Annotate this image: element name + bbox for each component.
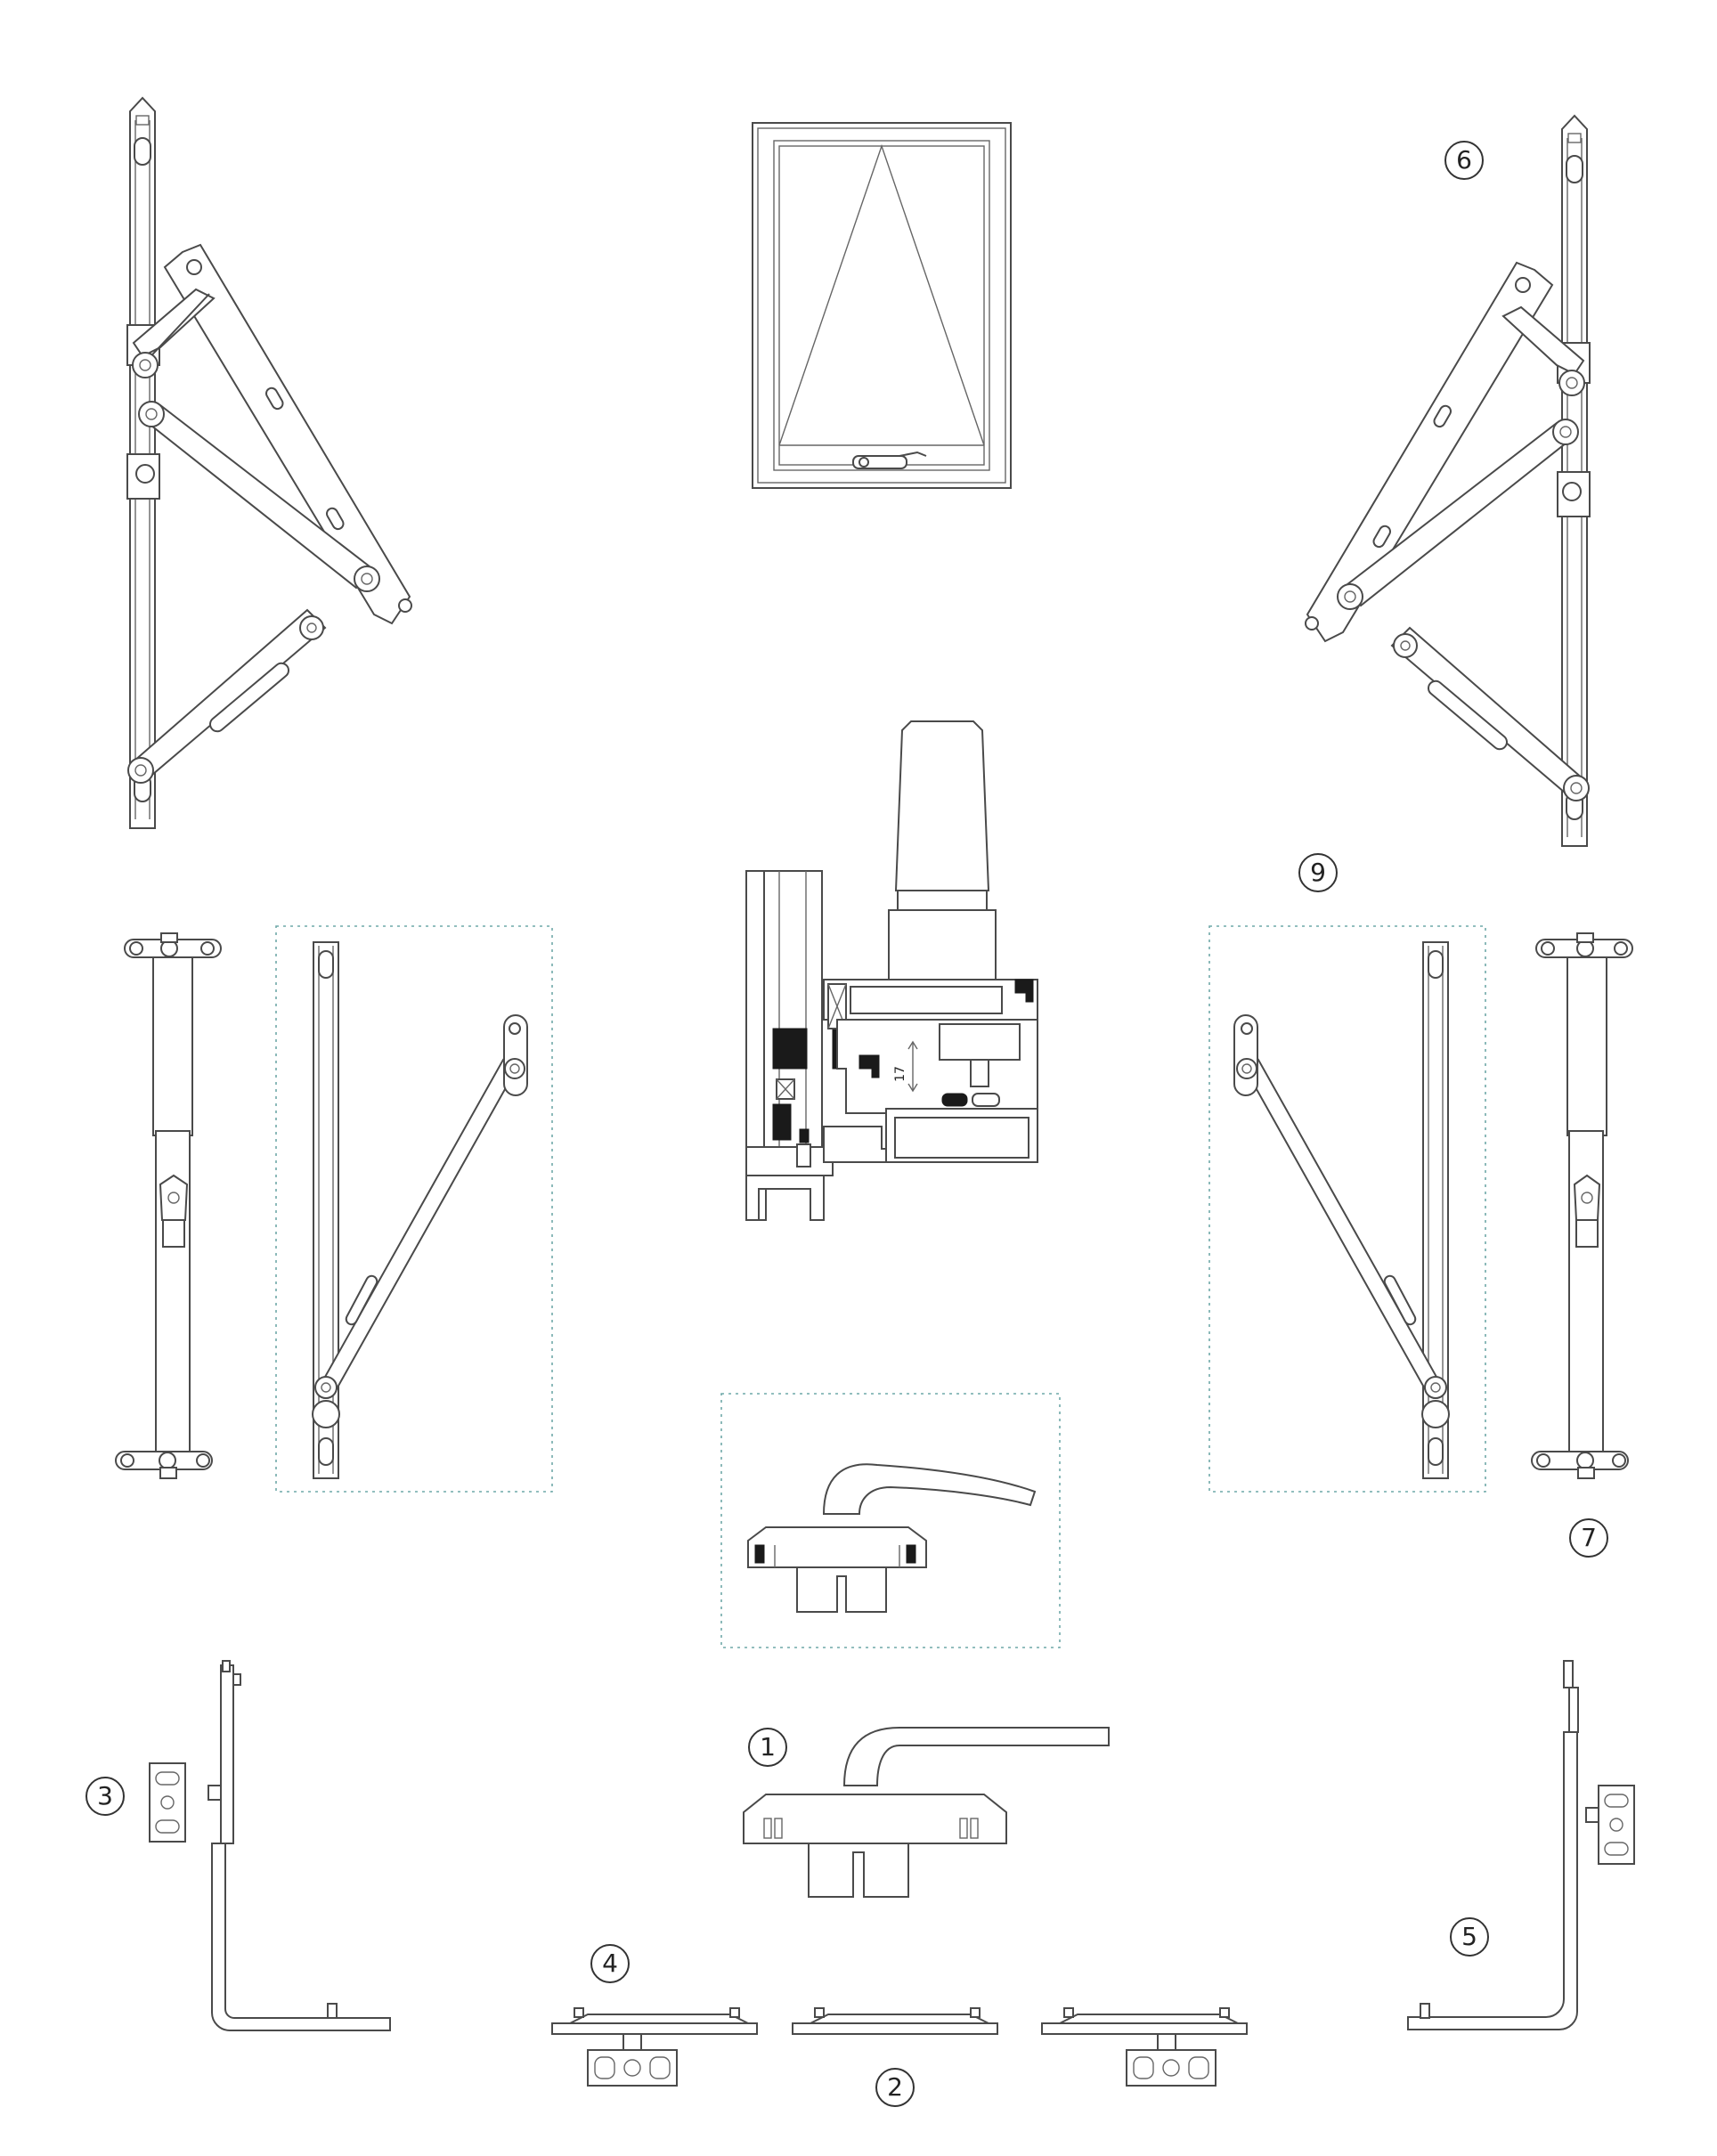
telescopic-stay-right xyxy=(1531,932,1633,1479)
handle-boxed xyxy=(720,1393,1061,1648)
corner-drive-right xyxy=(1407,1660,1635,2030)
stay-arm-right-boxed xyxy=(1208,925,1486,1493)
dimension-label: 17 xyxy=(892,1066,907,1082)
locking-bar-left xyxy=(551,2007,758,2087)
handle-main xyxy=(743,1727,1110,1898)
label-9: 9 xyxy=(1298,853,1338,892)
window-elevation xyxy=(752,122,1012,489)
label-4: 4 xyxy=(590,1944,630,1983)
corner-drive-left xyxy=(149,1660,391,2031)
label-1: 1 xyxy=(748,1728,787,1767)
stay-arm-left-boxed xyxy=(275,925,553,1493)
label-7: 7 xyxy=(1569,1518,1608,1558)
label-2: 2 xyxy=(875,2068,915,2107)
telescopic-stay-left xyxy=(115,932,222,1479)
label-6: 6 xyxy=(1444,141,1484,180)
friction-stay-right xyxy=(1305,114,1591,847)
locking-bar-right xyxy=(1041,2007,1248,2087)
friction-stay-left xyxy=(126,96,412,829)
label-5: 5 xyxy=(1450,1917,1489,1957)
locking-bar-middle xyxy=(792,2007,998,2035)
profile-section xyxy=(745,720,1038,1221)
label-3: 3 xyxy=(85,1777,125,1816)
